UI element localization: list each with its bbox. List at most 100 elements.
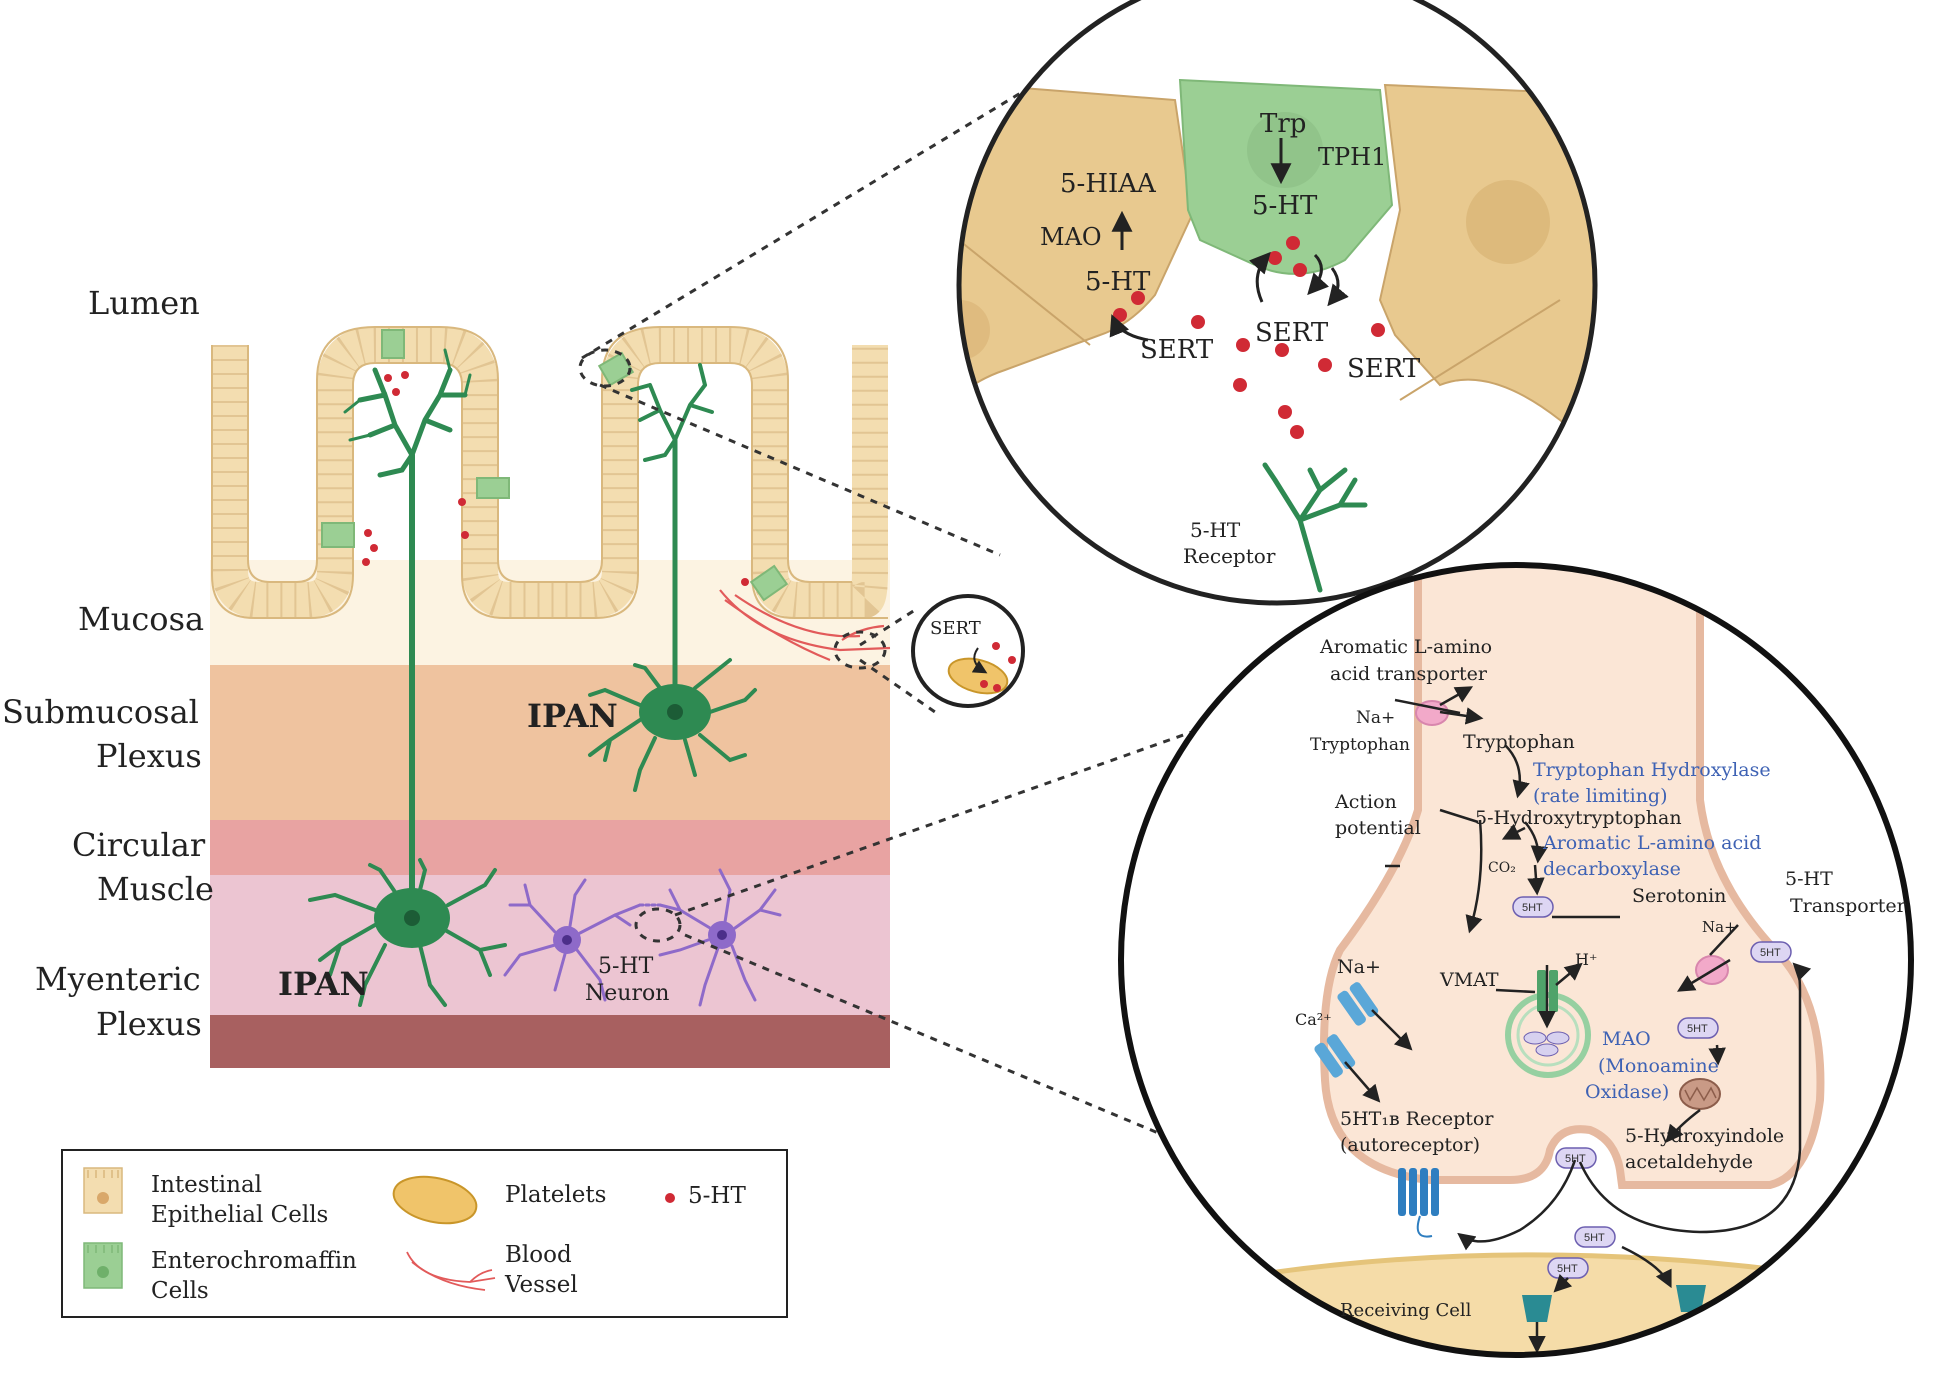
amino-transporter-label-line1: Aromatic L-amino xyxy=(1319,636,1492,658)
action-potential-label-line2: potential xyxy=(1335,817,1421,839)
myenteric-label-line1: Myenteric xyxy=(35,960,201,998)
ipan-neuron-submucosal xyxy=(588,363,757,792)
sert-left-label: SERT xyxy=(1140,335,1214,365)
legend-epithelial-line2: Epithelial Cells xyxy=(151,1202,328,1228)
mao-bottom-label-line3: Oxidase) xyxy=(1585,1081,1669,1103)
epithelial-cell-right xyxy=(1378,83,1595,473)
action-potential-label-line1: Action xyxy=(1334,791,1397,813)
pill-label: 5HT xyxy=(1522,902,1543,914)
submucosal-plexus-layer xyxy=(210,665,890,820)
serotonin-dot-icon xyxy=(665,1193,675,1203)
pill-label: 5HT xyxy=(1687,1023,1708,1035)
ipan-neuron-myenteric xyxy=(308,348,507,1007)
legend-platelets: Platelets xyxy=(505,1182,606,1208)
tryptophan-hydroxylase-label-line2: (rate limiting) xyxy=(1533,785,1668,807)
synapse-arrows xyxy=(1344,686,1812,1293)
serotonin-dots-lumen xyxy=(362,371,749,586)
receiving-cell-label: Receiving Cell xyxy=(1340,1300,1472,1321)
postsynaptic-receptor-left xyxy=(1522,1295,1552,1354)
autoreceptor-label-line2: (autoreceptor) xyxy=(1340,1134,1480,1156)
na-plus-sert-label: Na+ xyxy=(1702,918,1737,936)
circular-muscle-layer xyxy=(210,820,890,875)
ht-transporter-label-line1: 5-HT xyxy=(1785,868,1833,890)
submucosal-label-line2: Plexus xyxy=(96,737,202,775)
receptor-top-label-line1: 5-HT xyxy=(1190,518,1241,542)
serosa-layer xyxy=(210,1015,890,1068)
sert-platelet-label: SERT xyxy=(930,618,981,639)
ipan-label-myenteric: IPAN xyxy=(278,965,369,1003)
na-channel xyxy=(1337,982,1379,1026)
neuron-label-line1: 5-HT xyxy=(598,954,654,979)
trp-label: Trp xyxy=(1260,109,1306,139)
ipan-label-submucosal: IPAN xyxy=(527,697,618,735)
tryptophan-label: Tryptophan xyxy=(1463,731,1575,753)
sert-center-label: SERT xyxy=(1255,318,1329,348)
autoreceptor-label-line1: 5HT₁ʙ Receptor xyxy=(1340,1108,1494,1130)
mao-bottom-label-line1: MAO xyxy=(1602,1028,1651,1050)
serotonin-label: Serotonin xyxy=(1632,885,1726,907)
serotonin-left-label: 5-HT xyxy=(1085,267,1151,297)
epithelium-inset: Trp TPH1 5-HT 5-HIAA MAO 5-HT SERT SERT … xyxy=(956,0,1598,606)
submucosal-label-line1: Submucosal xyxy=(2,693,199,731)
h-plus-label: H⁺ xyxy=(1575,950,1597,969)
top-inset-arrows xyxy=(1109,138,1349,342)
platelet-inset: SERT xyxy=(911,594,1025,708)
pill-label: 5HT xyxy=(1760,947,1781,959)
layer-labels: Lumen Mucosa Submucosal Plexus Circular … xyxy=(2,284,214,1043)
aadc-label-line1: Aromatic L-amino acid xyxy=(1542,832,1761,854)
legend-epithelial-line1: Intestinal xyxy=(151,1172,262,1198)
tph1-label: TPH1 xyxy=(1318,143,1386,171)
ca-label: Ca²⁺ xyxy=(1295,1010,1332,1029)
tissue-cross-section: IPAN IPAN 5-HT Neuron xyxy=(210,326,891,1068)
serotonin-dots-top xyxy=(1113,236,1385,439)
serotonergic-neurons xyxy=(503,868,782,1007)
serotonin-center-label: 5-HT xyxy=(1252,191,1318,221)
legend-enterochromaffin-line2: Cells xyxy=(151,1278,209,1304)
ht-transporter-label-line2: Transporter xyxy=(1790,895,1907,917)
lumen-label: Lumen xyxy=(88,284,200,322)
serotonin-pills xyxy=(1512,896,1792,1279)
legend-blood-vessel-line1: Blood xyxy=(505,1242,572,1268)
enterochromaffin-cells xyxy=(321,329,789,602)
mucosa-label: Mucosa xyxy=(78,600,204,638)
tryptophan-extracellular-label: Tryptophan xyxy=(1310,735,1410,755)
aadc-label-line2: decarboxylase xyxy=(1543,858,1681,880)
epithelial-cell-icon xyxy=(83,1167,123,1214)
vesicle-serotonin xyxy=(1523,1031,1570,1057)
legend-enterochromaffin-line1: Enterochromaffin xyxy=(151,1248,357,1274)
circular-label-line2: Muscle xyxy=(97,870,214,908)
circular-label-line1: Circular xyxy=(72,826,206,864)
pill-label: 5HT xyxy=(1557,1263,1578,1275)
hydroxyindole-label-line1: 5-Hydroxyindole xyxy=(1625,1125,1784,1147)
synapse-inset: 5HT 5HT 5HT 5HT 5HT 5HT xyxy=(1118,562,1914,1358)
mao-bottom-label-line2: (Monoamine xyxy=(1598,1055,1719,1077)
myenteric-label-line2: Plexus xyxy=(96,1005,202,1043)
ca-channel xyxy=(1314,1034,1356,1078)
autoreceptor xyxy=(1398,1168,1439,1216)
neuron-label-line2: Neuron xyxy=(585,981,669,1006)
hydroxyindole-label-line2: acetaldehyde xyxy=(1625,1151,1753,1173)
platelet-icon xyxy=(392,1175,478,1225)
pill-label: 5HT xyxy=(1584,1232,1605,1244)
receptor-top-label-line2: Receptor xyxy=(1183,544,1276,568)
co2-label: CO₂ xyxy=(1488,860,1516,876)
vmat-label: VMAT xyxy=(1439,969,1499,991)
amino-transporter-label-line2: acid transporter xyxy=(1330,663,1488,685)
enterochromaffin-cell-icon xyxy=(83,1242,123,1289)
5-hiaa-label: 5-HIAA xyxy=(1060,169,1157,199)
legend: Intestinal Epithelial Cells Enterochroma… xyxy=(61,1149,788,1318)
mao-top-label: MAO xyxy=(1040,223,1102,251)
sert-right-label: SERT xyxy=(1347,354,1421,384)
legend-serotonin: 5-HT xyxy=(688,1183,746,1209)
blood-vessel-icon xyxy=(406,1251,496,1291)
vmat xyxy=(1537,970,1558,1012)
na-plus-channel-label: Na+ xyxy=(1337,956,1381,978)
pill-label: 5HT xyxy=(1565,1153,1586,1165)
callout-lines xyxy=(578,43,1221,1142)
tryptophan-hydroxylase-label-line1: Tryptophan Hydroxylase xyxy=(1533,759,1771,781)
serotonin-receptor-top xyxy=(1262,462,1368,593)
legend-blood-vessel-line2: Vessel xyxy=(504,1272,578,1298)
na-plus-label: Na+ xyxy=(1356,708,1395,728)
hydroxytryptophan-label: 5-Hydroxytryptophan xyxy=(1475,807,1682,829)
